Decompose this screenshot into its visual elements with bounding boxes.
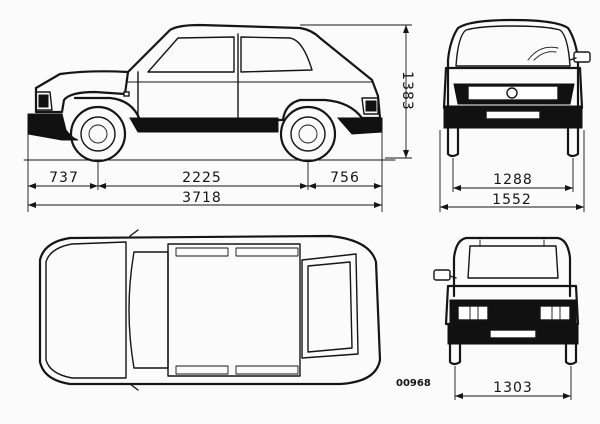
dim-height: 1383 (399, 71, 415, 111)
dim-front-track: 1288 (493, 172, 533, 188)
dim-wheelbase: 2225 (182, 170, 222, 186)
dim-overall-width: 1552 (492, 192, 532, 208)
rear-dimension-lines (454, 366, 572, 400)
dim-overall-length: 3718 (182, 190, 222, 206)
dim-front-overhang: 737 (49, 170, 79, 186)
front-wheel (69, 105, 127, 163)
rear-wheel (279, 105, 337, 163)
front-view (442, 18, 591, 158)
side-dimension-lines (27, 24, 412, 212)
top-view (38, 229, 382, 391)
front-dimension-lines (439, 130, 585, 212)
side-view (23, 23, 396, 163)
dim-rear-overhang: 756 (330, 170, 360, 186)
figure-code: 00968 (396, 378, 431, 389)
rear-view (433, 236, 580, 366)
dim-rear-track: 1303 (493, 380, 533, 396)
